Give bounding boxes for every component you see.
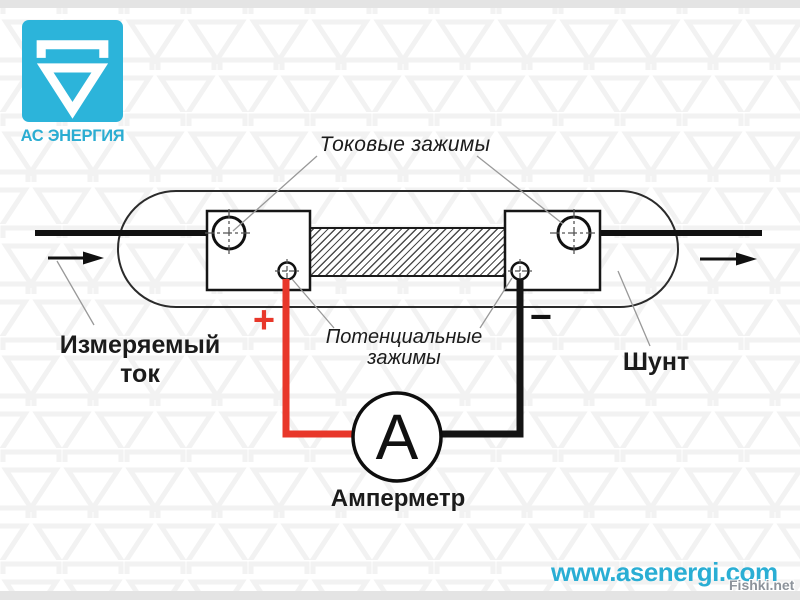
right-potential-clamp-cross-icon xyxy=(508,259,532,283)
positive-wire xyxy=(282,279,353,438)
potential-clamps-label: Потенциальные зажимы xyxy=(326,327,483,369)
leader-current-clamp-left xyxy=(232,155,318,232)
left-potential-clamp-cross-icon xyxy=(275,259,299,283)
shunt-label: Шунт xyxy=(622,348,690,376)
ammeter-circle xyxy=(351,391,443,483)
shunt-outline xyxy=(117,190,679,308)
top-border-band xyxy=(0,0,800,8)
measured-current-line2: ток xyxy=(120,360,160,388)
potential-clamps-line1: Потенциальные xyxy=(325,326,483,348)
leader-current-clamp-right xyxy=(476,155,564,225)
brand-name: АС ЭНЕРГИЯ xyxy=(20,126,125,145)
current-direction-arrow-right xyxy=(700,252,757,266)
fishki-watermark: Fishki.net xyxy=(729,577,795,593)
left-current-clamp-crosshair-icon xyxy=(205,209,253,257)
ammeter-symbol: А xyxy=(375,401,419,474)
leader-potential-clamp-left xyxy=(291,278,335,329)
leader-measured-current xyxy=(56,260,95,326)
measured-current-line1: Измеряемый xyxy=(59,331,221,359)
minus-sign: − xyxy=(529,296,553,339)
current-direction-arrow-left xyxy=(48,251,104,265)
brand-logo xyxy=(22,20,123,122)
right-current-clamp-crosshair-icon xyxy=(550,209,598,257)
potential-clamps-line2: зажимы xyxy=(367,347,441,369)
shunt-resistive-element xyxy=(305,227,511,277)
plus-sign: + xyxy=(252,299,276,342)
measured-current-label: Измеряемый ток xyxy=(60,331,221,389)
bottom-border-band xyxy=(0,591,800,600)
current-clamps-label: Токовые зажимы xyxy=(319,133,491,156)
website-url: www.asenergi.com xyxy=(551,557,778,587)
leader-potential-clamp-right xyxy=(479,277,513,329)
leader-shunt xyxy=(617,270,651,347)
leader-lines xyxy=(56,155,651,347)
ammeter-label: Амперметр xyxy=(330,485,466,512)
negative-wire xyxy=(441,279,524,438)
shunt-symbol-icon xyxy=(36,40,109,119)
